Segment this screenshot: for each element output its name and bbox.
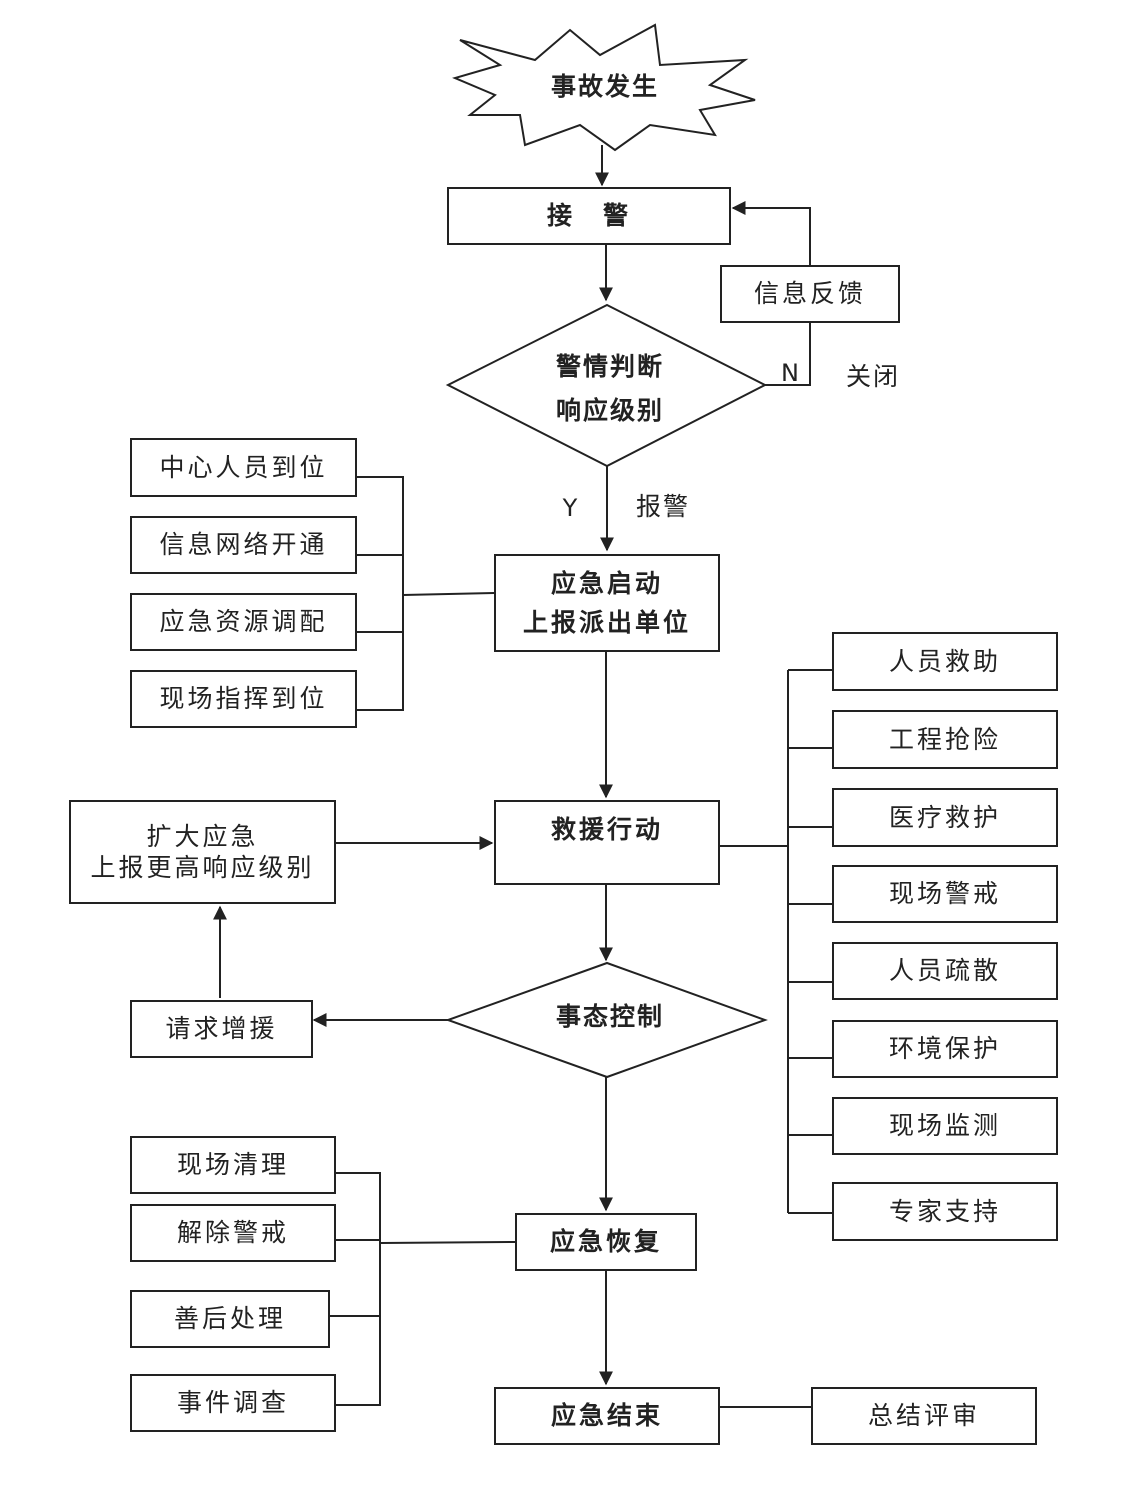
recovery-task-box-1: 现场清理 bbox=[130, 1136, 336, 1194]
right-task-label-2: 工程抢险 bbox=[888, 724, 1001, 754]
right-task-box-5: 人员疏散 bbox=[832, 942, 1058, 1000]
close-label: 关闭 bbox=[845, 362, 900, 391]
right-task-box-3: 医疗救护 bbox=[832, 788, 1058, 847]
left-task-box-3: 应急资源调配 bbox=[130, 593, 357, 651]
end-box: 应急结束 bbox=[494, 1387, 720, 1445]
expand-line1: 扩大应急 bbox=[146, 821, 259, 851]
recovery-bracket-to-box bbox=[379, 1241, 516, 1244]
rescue-label: 救援行动 bbox=[550, 815, 663, 844]
right-task-box-1: 人员救助 bbox=[832, 632, 1058, 691]
recovery-task-label-2: 解除警戒 bbox=[176, 1218, 289, 1248]
feedback-box: 信息反馈 bbox=[720, 265, 900, 323]
receive-alarm-label: 接 警 bbox=[546, 201, 631, 231]
feedback-label: 信息反馈 bbox=[753, 279, 866, 309]
recovery-task-box-4: 事件调查 bbox=[130, 1374, 336, 1432]
end-label: 应急结束 bbox=[550, 1401, 663, 1431]
right-task-box-4: 现场警戒 bbox=[832, 865, 1058, 923]
left-task-label-4: 现场指挥到位 bbox=[159, 684, 328, 714]
start-response-box: 应急启动 上报派出单位 bbox=[494, 554, 720, 652]
recovery-task-label-3: 善后处理 bbox=[173, 1304, 286, 1334]
recovery-task-box-3: 善后处理 bbox=[130, 1290, 330, 1348]
right-task-label-8: 专家支持 bbox=[888, 1196, 1001, 1226]
report-label: 报警 bbox=[635, 492, 690, 521]
expand-line2: 上报更高响应级别 bbox=[90, 853, 315, 882]
right-task-label-3: 医疗救护 bbox=[888, 802, 1001, 832]
control-label: 事态控制 bbox=[555, 1002, 664, 1031]
start-burst-shape bbox=[452, 23, 756, 152]
judge-line2: 响应级别 bbox=[555, 396, 664, 425]
recovery-label: 应急恢复 bbox=[549, 1227, 662, 1257]
feedback-to-receive-line bbox=[731, 201, 811, 265]
left-task-label-1: 中心人员到位 bbox=[159, 452, 328, 482]
recovery-box: 应急恢复 bbox=[515, 1213, 697, 1271]
recovery-task-label-1: 现场清理 bbox=[176, 1150, 289, 1180]
start-response-line2: 上报派出单位 bbox=[522, 608, 691, 637]
left-bracket-to-start bbox=[402, 592, 495, 596]
left-task-box-1: 中心人员到位 bbox=[130, 438, 357, 497]
right-task-label-5: 人员疏散 bbox=[888, 956, 1001, 986]
recovery-tasks-bracket bbox=[336, 1172, 381, 1406]
recovery-task-label-4: 事件调查 bbox=[176, 1388, 289, 1418]
left-tasks-bracket bbox=[357, 476, 404, 711]
right-task-label-6: 环境保护 bbox=[888, 1034, 1001, 1064]
receive-alarm-box: 接 警 bbox=[447, 187, 731, 245]
no-label: N bbox=[781, 359, 799, 387]
left-task-label-2: 信息网络开通 bbox=[159, 530, 328, 560]
right-task-box-6: 环境保护 bbox=[832, 1020, 1058, 1078]
recovery-task-box-2: 解除警戒 bbox=[130, 1204, 336, 1262]
expand-box: 扩大应急 上报更高响应级别 bbox=[69, 800, 336, 904]
right-task-box-2: 工程抢险 bbox=[832, 710, 1058, 769]
left-task-box-2: 信息网络开通 bbox=[130, 516, 357, 574]
judge-line1: 警情判断 bbox=[555, 352, 664, 381]
right-task-label-1: 人员救助 bbox=[888, 646, 1001, 676]
no-loop-line bbox=[765, 322, 811, 386]
yes-label: Y bbox=[562, 494, 578, 522]
start-label: 事故发生 bbox=[550, 72, 659, 101]
right-task-label-4: 现场警戒 bbox=[888, 879, 1001, 909]
request-box: 请求增援 bbox=[130, 1000, 313, 1058]
rescue-box: 救援行动 bbox=[494, 800, 720, 885]
review-label: 总结评审 bbox=[867, 1401, 980, 1431]
left-task-label-3: 应急资源调配 bbox=[159, 607, 328, 637]
right-task-box-8: 专家支持 bbox=[832, 1182, 1058, 1241]
right-task-box-7: 现场监测 bbox=[832, 1097, 1058, 1155]
left-task-box-4: 现场指挥到位 bbox=[130, 670, 357, 728]
right-task-label-7: 现场监测 bbox=[888, 1111, 1001, 1141]
start-response-line1: 应急启动 bbox=[550, 568, 663, 598]
judge-label: 警情判断 响应级别 bbox=[500, 345, 720, 429]
review-box: 总结评审 bbox=[811, 1387, 1037, 1445]
request-label: 请求增援 bbox=[165, 1014, 278, 1044]
